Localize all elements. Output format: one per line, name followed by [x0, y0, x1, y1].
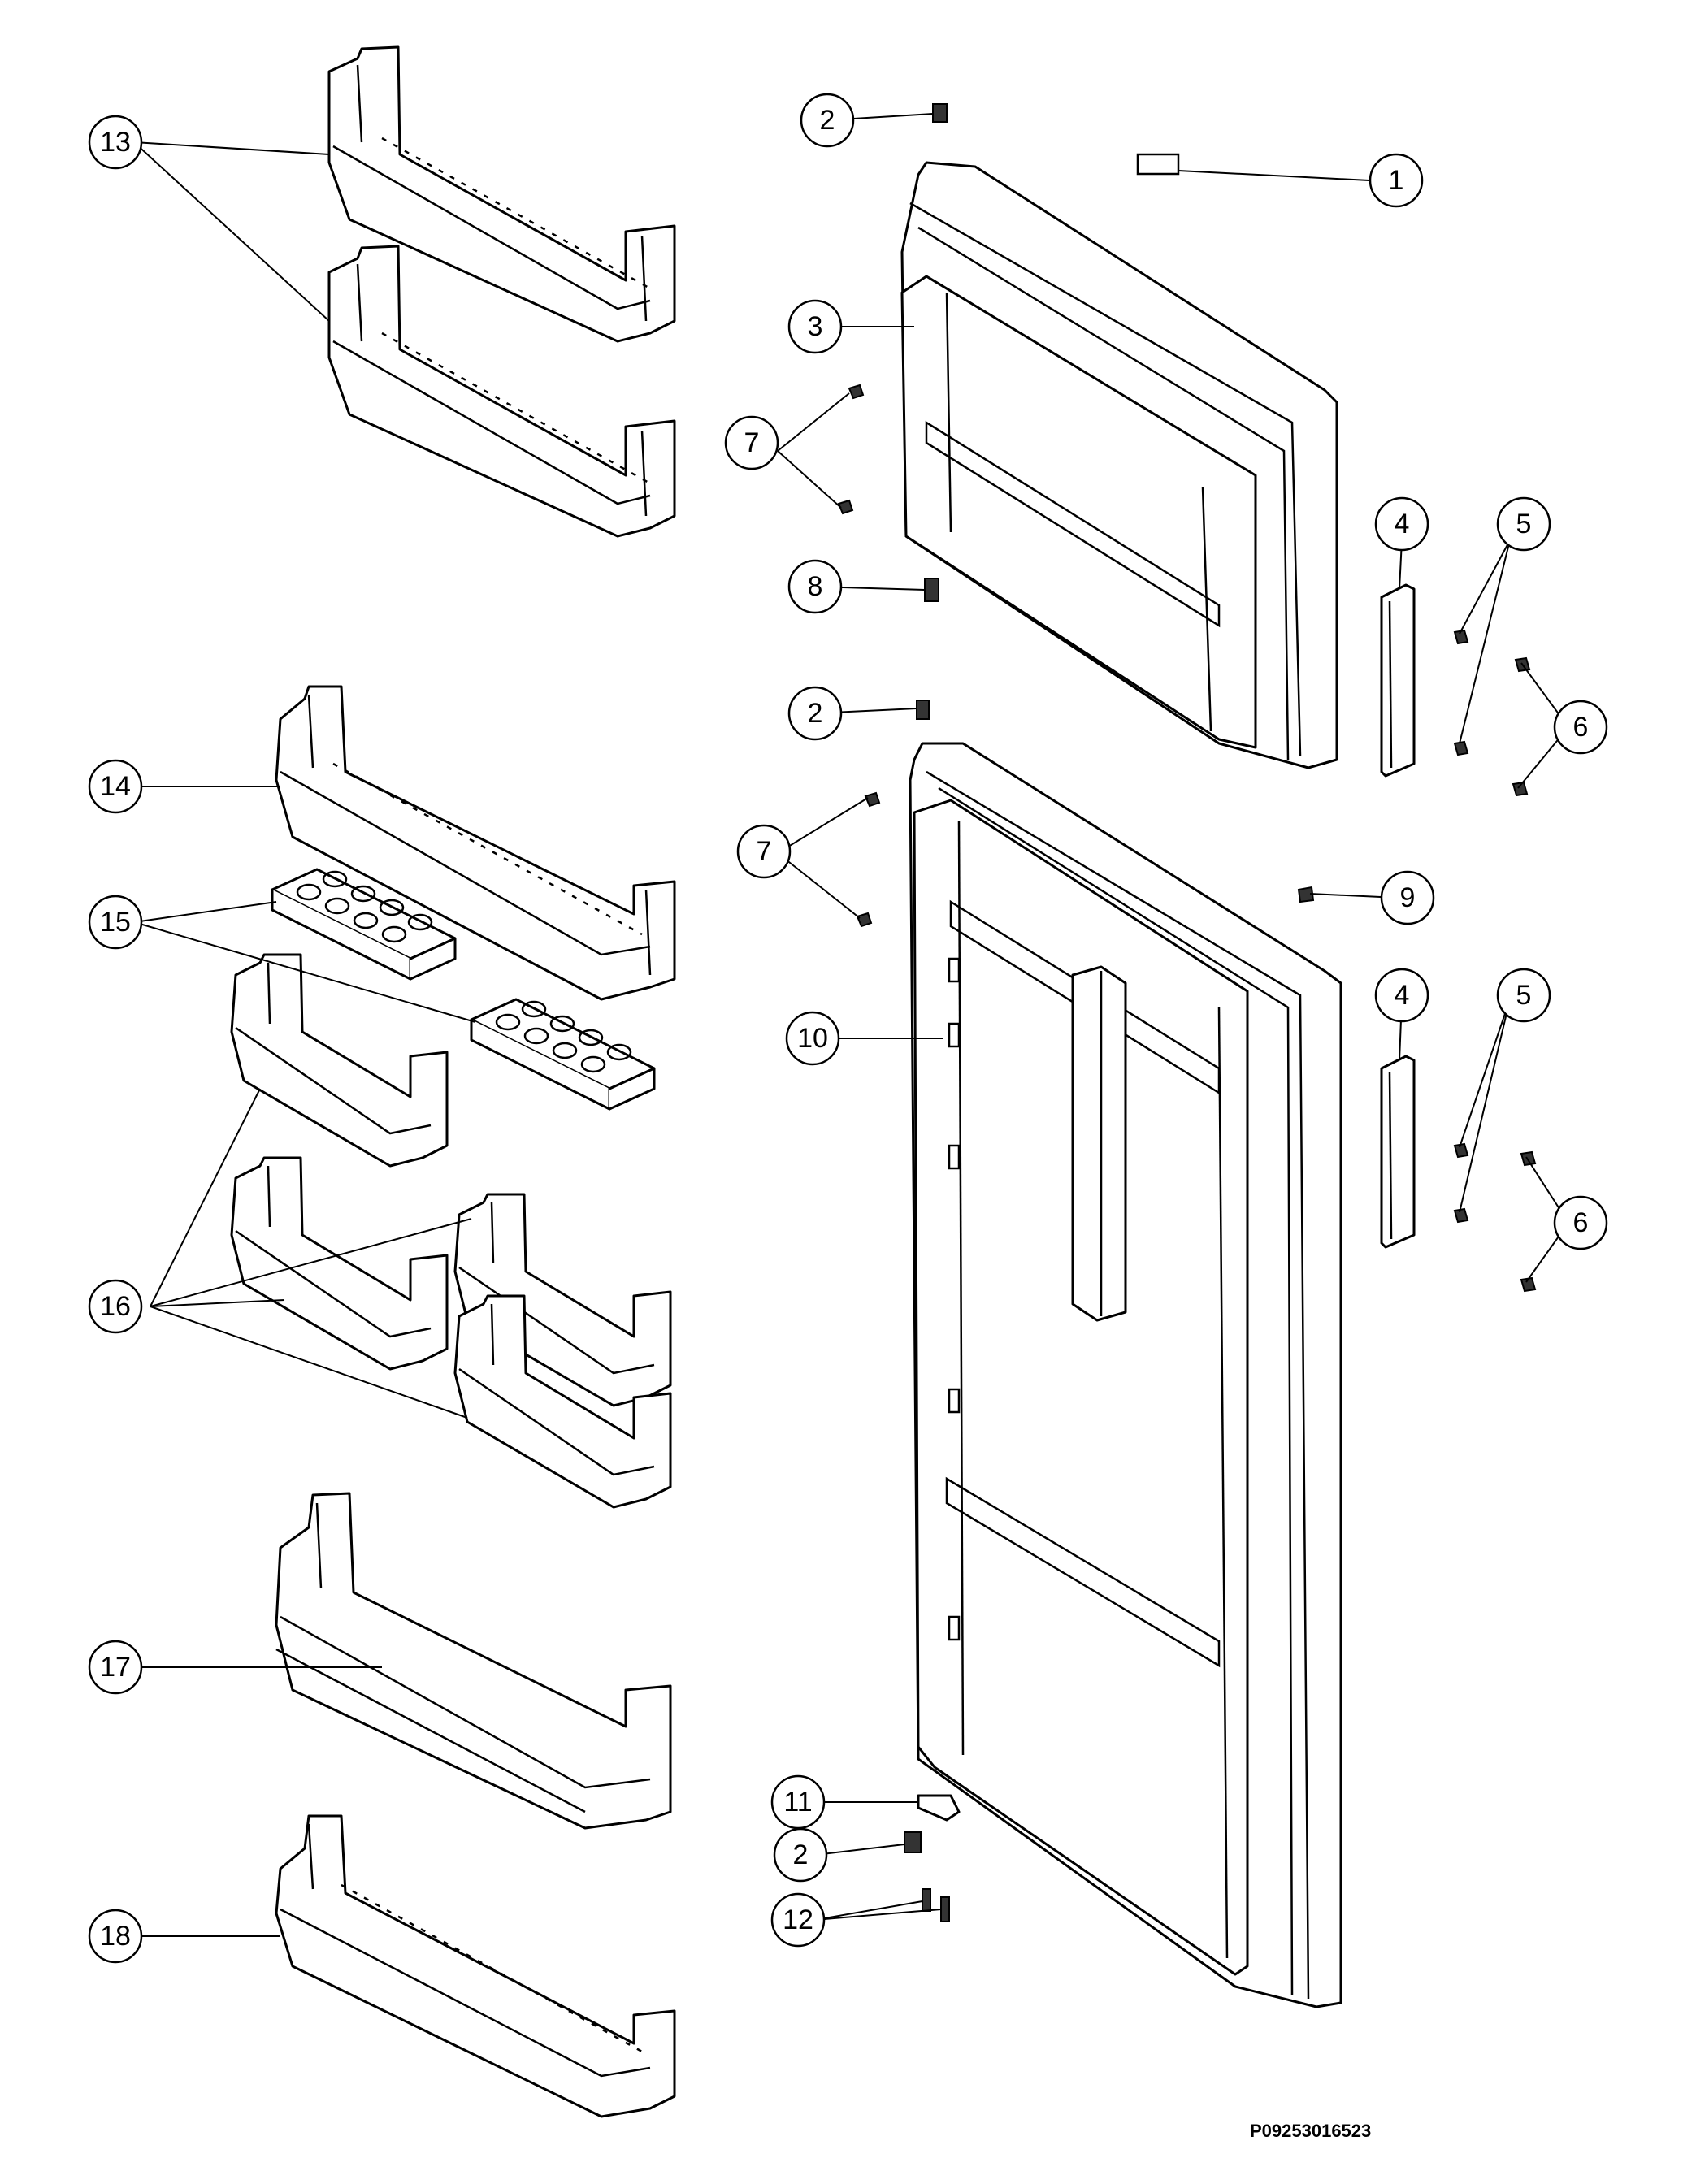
- callout-2a: 2: [800, 93, 855, 148]
- svg-text:11: 11: [783, 1787, 812, 1818]
- hinge-cover-4-lower: [1380, 1055, 1416, 1249]
- callout-2c: 2: [773, 1827, 828, 1883]
- screw-5d: [1453, 1207, 1469, 1224]
- svg-text:2: 2: [808, 698, 823, 729]
- callout-13: 13: [88, 115, 143, 170]
- small-bin-16-a: [230, 953, 449, 1168]
- svg-text:10: 10: [797, 1023, 828, 1054]
- stop-8: [924, 578, 939, 602]
- callout-4a: 4: [1374, 496, 1429, 552]
- egg-tray-15-upper: [271, 868, 457, 981]
- svg-text:3: 3: [808, 311, 823, 342]
- fresh-food-door-10: [909, 742, 1342, 2008]
- callout-5a: 5: [1496, 496, 1551, 552]
- screw-12b: [940, 1896, 950, 1922]
- door-bin-18: [275, 1814, 676, 2118]
- cap-6c: [1520, 1150, 1537, 1167]
- svg-text:9: 9: [1400, 882, 1416, 913]
- callout-6b: 6: [1553, 1195, 1608, 1250]
- hinge-pin-2c: [904, 1831, 922, 1853]
- svg-text:4: 4: [1395, 509, 1410, 540]
- svg-text:16: 16: [100, 1291, 131, 1322]
- svg-text:7: 7: [757, 836, 772, 867]
- callout-14: 14: [88, 759, 143, 814]
- svg-text:15: 15: [100, 907, 131, 938]
- plug-7b-bottom: [856, 912, 873, 928]
- callout-15: 15: [88, 895, 143, 950]
- callout-3: 3: [787, 299, 843, 354]
- svg-text:13: 13: [100, 127, 131, 158]
- callout-12: 12: [770, 1892, 826, 1948]
- callout-17: 17: [88, 1640, 143, 1695]
- hinge-pin-2b: [916, 700, 930, 720]
- svg-text:4: 4: [1395, 980, 1410, 1011]
- svg-text:2: 2: [793, 1840, 809, 1870]
- svg-text:17: 17: [100, 1652, 131, 1683]
- egg-tray-15-lower: [470, 998, 656, 1111]
- callout-4b: 4: [1374, 968, 1429, 1023]
- svg-text:6: 6: [1573, 712, 1589, 743]
- screw-12a: [922, 1888, 931, 1912]
- screw-5c: [1453, 1142, 1469, 1159]
- door-bin-13-lower: [327, 245, 676, 538]
- leader-lines: [133, 113, 1569, 1937]
- hinge-11: [917, 1794, 961, 1822]
- callout-11: 11: [770, 1774, 826, 1830]
- label-1: [1136, 153, 1180, 176]
- callout-18: 18: [88, 1909, 143, 1964]
- svg-text:12: 12: [783, 1904, 813, 1935]
- callout-1: 1: [1369, 153, 1424, 208]
- svg-text:14: 14: [100, 771, 131, 802]
- hinge-pin-2a: [932, 103, 948, 123]
- drawing-code: P09253016523: [1250, 2121, 1371, 2141]
- screw-5a: [1453, 629, 1469, 645]
- hardware: [837, 103, 1537, 1922]
- callout-2b: 2: [787, 686, 843, 741]
- small-bin-16-c: [230, 1156, 449, 1371]
- freezer-door-3: [900, 153, 1338, 769]
- door-bin-14: [275, 685, 676, 1001]
- callout-7b: 7: [736, 824, 792, 879]
- svg-text:1: 1: [1389, 165, 1404, 196]
- callout-16: 16: [88, 1279, 143, 1334]
- callout-9: 9: [1380, 870, 1435, 925]
- cap-6b: [1512, 781, 1529, 797]
- callout-10: 10: [785, 1011, 840, 1066]
- svg-text:2: 2: [820, 105, 835, 136]
- door-bin-17: [275, 1492, 672, 1830]
- svg-text:5: 5: [1516, 980, 1532, 1011]
- plug-7a-bottom: [837, 499, 854, 515]
- svg-text:8: 8: [808, 571, 823, 602]
- callout-7a: 7: [724, 415, 779, 470]
- plug-7a-top: [848, 384, 865, 400]
- door-bin-13-upper: [327, 46, 676, 343]
- hinge-cover-4-upper: [1380, 583, 1416, 778]
- callout-5b: 5: [1496, 968, 1551, 1023]
- small-bin-16-d: [453, 1294, 672, 1509]
- svg-text:18: 18: [100, 1921, 131, 1952]
- callout-6a: 6: [1553, 700, 1608, 755]
- svg-text:5: 5: [1516, 509, 1532, 540]
- svg-text:7: 7: [744, 427, 760, 458]
- plug-7b-top: [864, 791, 881, 808]
- screw-5b: [1453, 740, 1469, 756]
- svg-text:6: 6: [1573, 1207, 1589, 1238]
- callout-8: 8: [787, 559, 843, 614]
- stop-9: [1297, 886, 1315, 904]
